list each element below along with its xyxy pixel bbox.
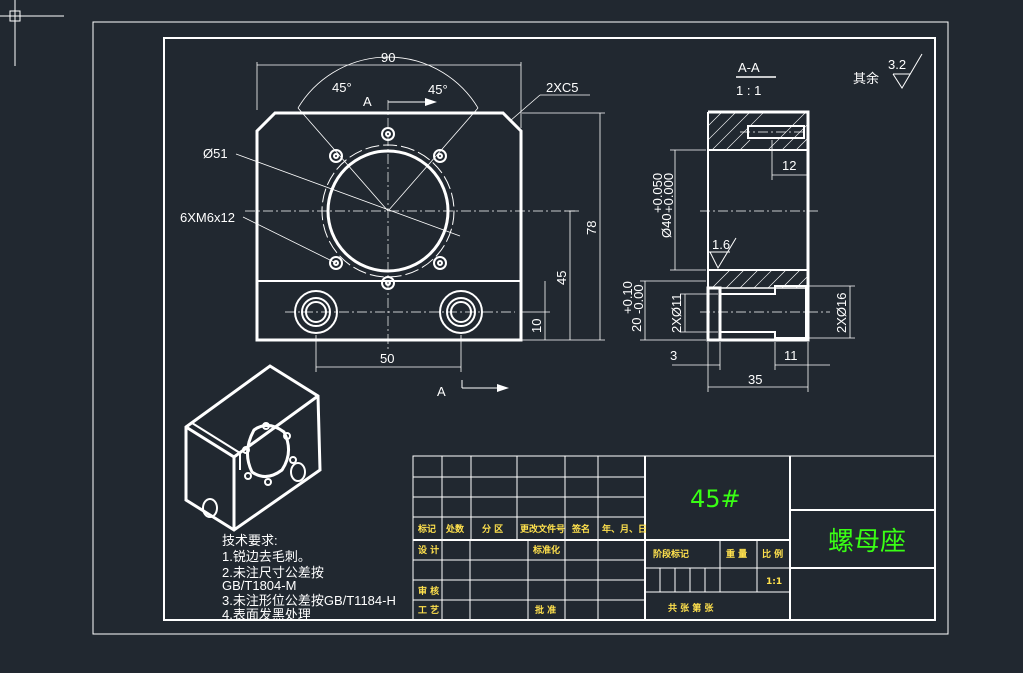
tb-zone: 分 区 [482, 523, 503, 535]
dim-offset-lower: -0.00 [631, 284, 646, 314]
tb-process: 工 艺 [418, 604, 439, 616]
tb-standardization: 标准化 [532, 544, 560, 556]
part-name: 螺母座 [828, 527, 906, 557]
tb-sheets: 共 张 第 张 [668, 602, 714, 614]
title-block: 45# 螺母座 标记 处数 分 区 更改文件号 签名 年、月、日 设 计 标准化… [412, 455, 936, 621]
section-scale: 1 : 1 [736, 83, 761, 98]
dim-width: 90 [381, 50, 395, 65]
tb-count: 处数 [445, 523, 465, 535]
front-view: 90 45° 45° 2XC5 Ø51 6XM6x12 50 A A 78 45… [180, 50, 605, 399]
dim-bore: Ø51 [203, 146, 228, 161]
roughness-value: 3.2 [888, 57, 906, 72]
dim-base-height: 10 [529, 319, 544, 333]
dim-cb-depth: 11 [784, 348, 798, 363]
crosshair-cursor-icon [0, 0, 64, 66]
tb-signature: 签名 [571, 523, 590, 535]
dim-chamfer: 2XC5 [546, 80, 579, 95]
dim-depth: 35 [748, 372, 762, 387]
tech-line-5: 4.表面发黑处理 [222, 607, 311, 622]
tech-line-2: 2.未注尺寸公差按 [222, 565, 324, 580]
tb-approve: 批 准 [535, 604, 556, 616]
tb-weight: 重 量 [726, 548, 747, 560]
tb-date: 年、月、日 [602, 523, 647, 535]
dim-hole-spacing: 50 [380, 351, 394, 366]
outer-frame [92, 21, 949, 635]
dim-angle-right: 45° [428, 82, 448, 97]
dim-offset-upper: +0.10 [620, 281, 635, 314]
tech-title: 技术要求: [222, 533, 278, 548]
isometric-view [184, 364, 322, 532]
tech-line-4: 3.未注形位公差按GB/T1184-H [222, 593, 396, 608]
dim-small-hole: 2XØ11 [669, 293, 684, 333]
material: 45# [690, 485, 741, 513]
tb-scale-value: 1:1 [766, 577, 782, 587]
section-label: A-A [738, 60, 760, 75]
roughness-bore: 1.6 [712, 237, 730, 252]
dim-angle-left: 45° [332, 80, 352, 95]
dim-bore-tol-upper: +0.050 [650, 173, 665, 213]
section-cut-label-top: A [363, 94, 372, 109]
dim-counterbore: 2XØ16 [834, 293, 849, 333]
dim-step: 3 [670, 348, 677, 363]
dim-height: 78 [584, 221, 599, 235]
dim-bore-tol-lower: +0.000 [661, 173, 676, 213]
dim-offset: 20 [629, 318, 644, 332]
tech-requirements: 技术要求: 1.锐边去毛刺。 2.未注尺寸公差按 GB/T1804-M 3.未注… [222, 533, 396, 622]
tb-review: 审 核 [418, 585, 439, 597]
section-view: A-A 1 : 1 其余 3.2 [620, 53, 923, 392]
section-cut-label-bottom: A [437, 384, 446, 399]
tb-stage-mark: 阶段标记 [653, 548, 689, 560]
tb-design: 设 计 [418, 544, 439, 556]
dim-slot: 12 [782, 158, 796, 173]
tech-line-3: GB/T1804-M [222, 578, 296, 593]
roughness-prefix: 其余 [853, 71, 879, 86]
dim-threads: 6XM6x12 [180, 210, 235, 225]
tb-scale-label: 比 例 [762, 548, 783, 560]
tech-line-1: 1.锐边去毛刺。 [222, 549, 311, 564]
tb-change-doc: 更改文件号 [520, 523, 565, 535]
tb-mark: 标记 [417, 523, 436, 535]
dim-center-height: 45 [554, 271, 569, 285]
dim-bore-tol: Ø40 [659, 213, 674, 238]
